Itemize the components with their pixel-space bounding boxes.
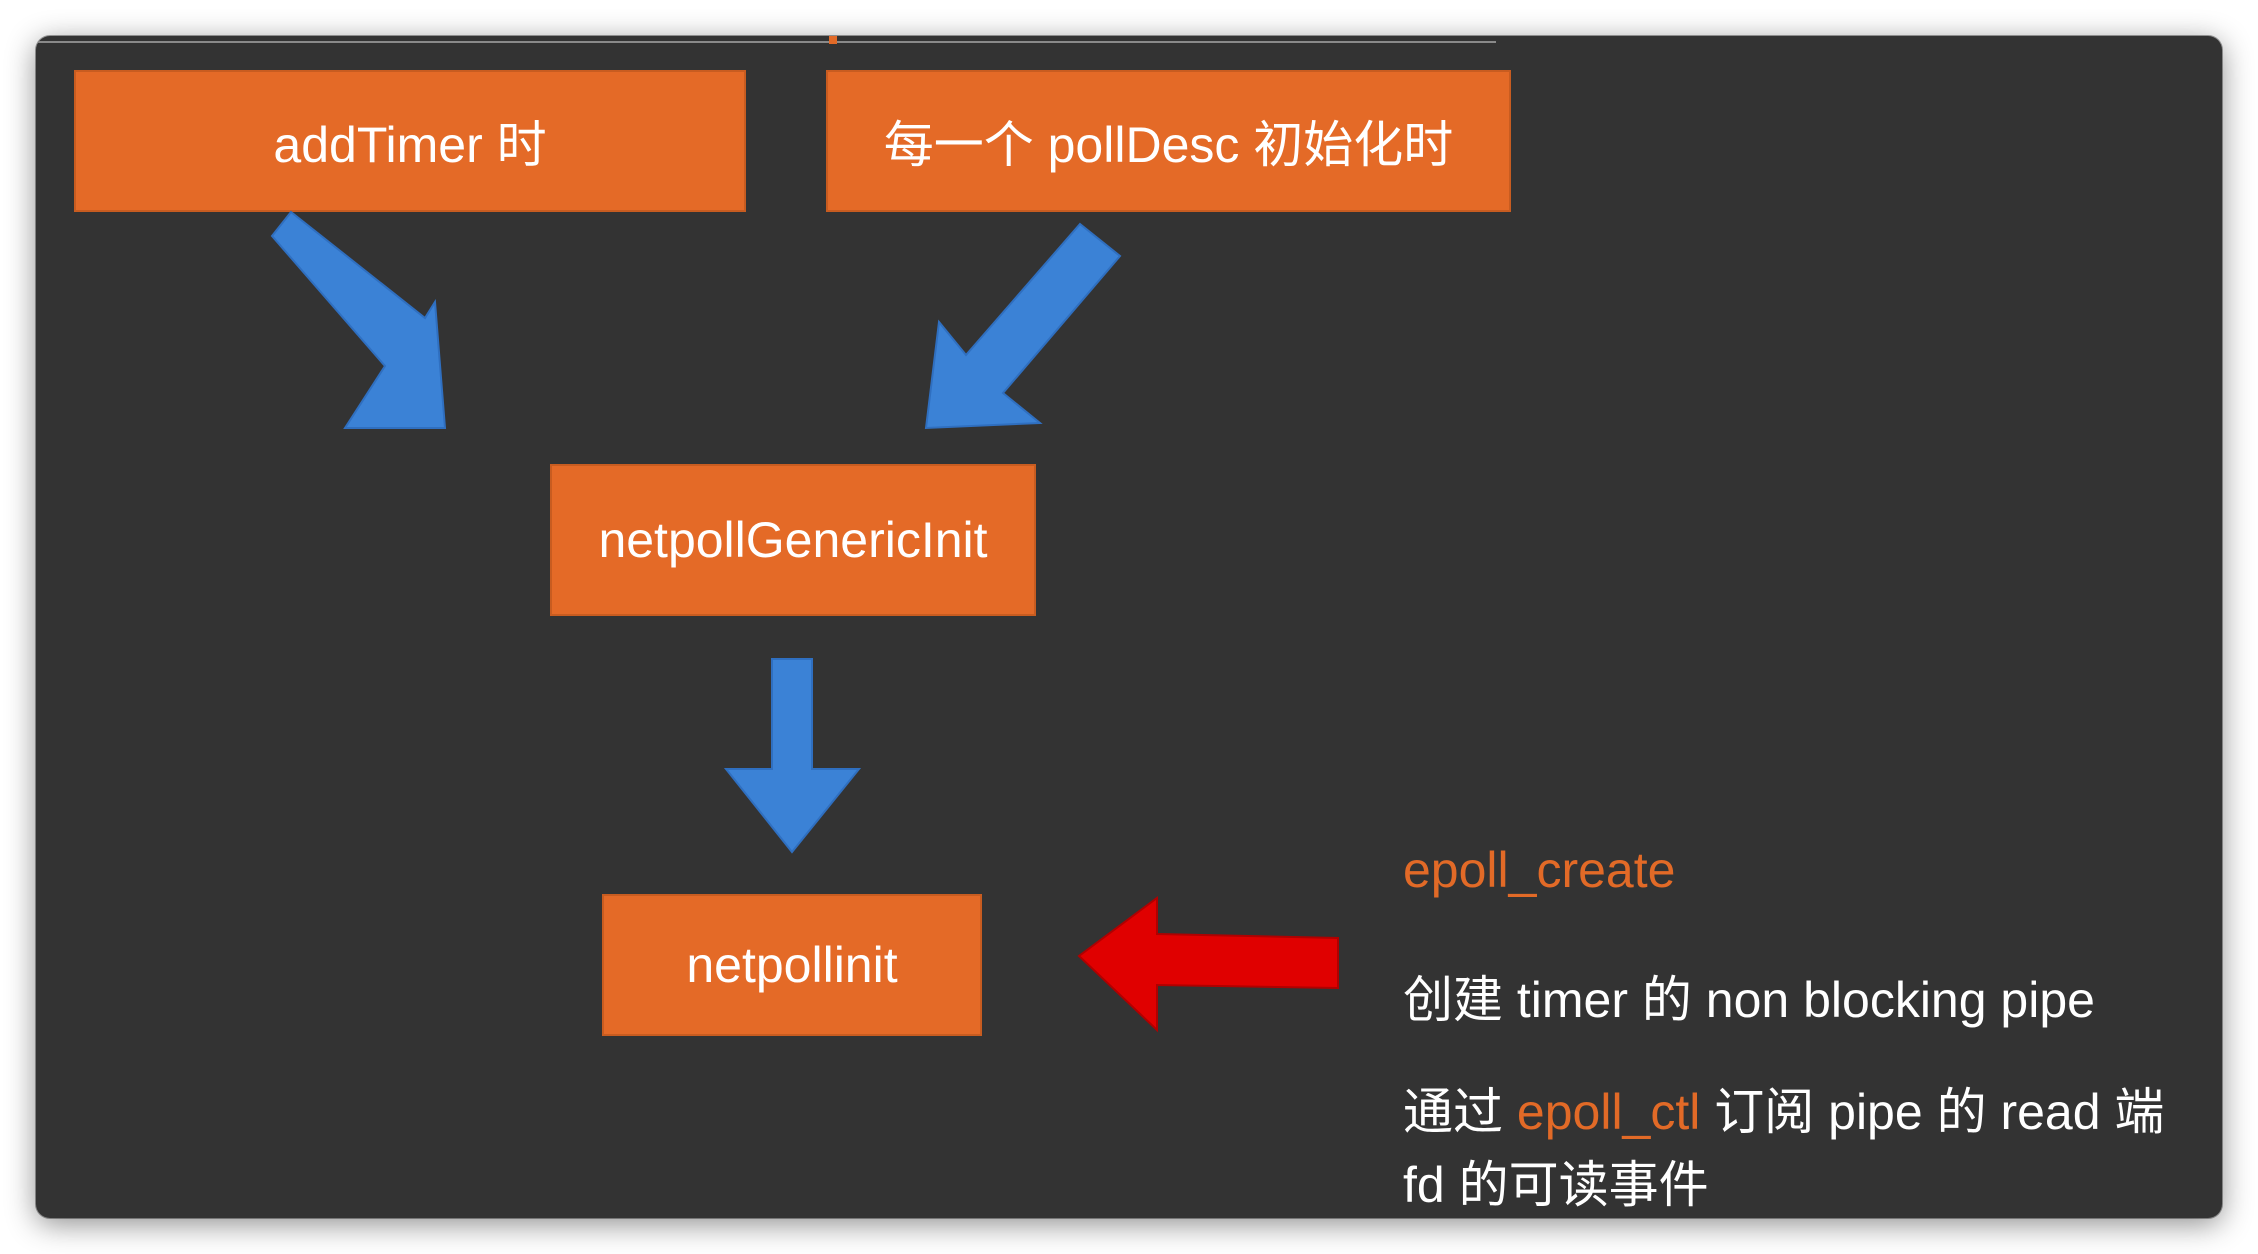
subscribe-note-line2: fd 的可读事件	[1403, 1157, 1709, 1213]
top-marker	[829, 36, 837, 44]
subscribe-prefix: 通过	[1403, 1084, 1517, 1140]
subscribe-suffix: 订阅 pipe 的 read 端	[1700, 1084, 2165, 1140]
netpollinit-label: netpollinit	[686, 937, 898, 993]
blue-arrow-icon	[723, 658, 862, 854]
epoll-create-label: epoll_create	[1403, 842, 1676, 898]
add-timer-box: addTimer 时	[74, 70, 746, 212]
netpoll-generic-init-label: netpollGenericInit	[598, 512, 988, 568]
add-timer-label: addTimer 时	[273, 117, 547, 173]
blue-arrow-icon	[270, 210, 447, 429]
create-pipe-note: 创建 timer 的 non blocking pipe	[1403, 972, 2095, 1028]
polldesc-init-box: 每一个 pollDesc 初始化时	[826, 70, 1511, 212]
subscribe-note-line1: 通过 epoll_ctl 订阅 pipe 的 read 端	[1403, 1087, 2164, 1137]
diagram-window: addTimer 时 每一个 pollDesc 初始化时 netpollGene…	[36, 36, 2222, 1218]
netpoll-generic-init-box: netpollGenericInit	[550, 464, 1036, 616]
polldesc-init-label: 每一个 pollDesc 初始化时	[883, 117, 1454, 173]
epoll-ctl-label: epoll_ctl	[1516, 1084, 1701, 1140]
arrow-layer	[270, 210, 1339, 1033]
netpollinit-box: netpollinit	[602, 894, 982, 1036]
top-divider	[36, 41, 1496, 43]
blue-arrow-icon	[924, 222, 1122, 430]
red-left-arrow-icon	[1077, 896, 1339, 1033]
